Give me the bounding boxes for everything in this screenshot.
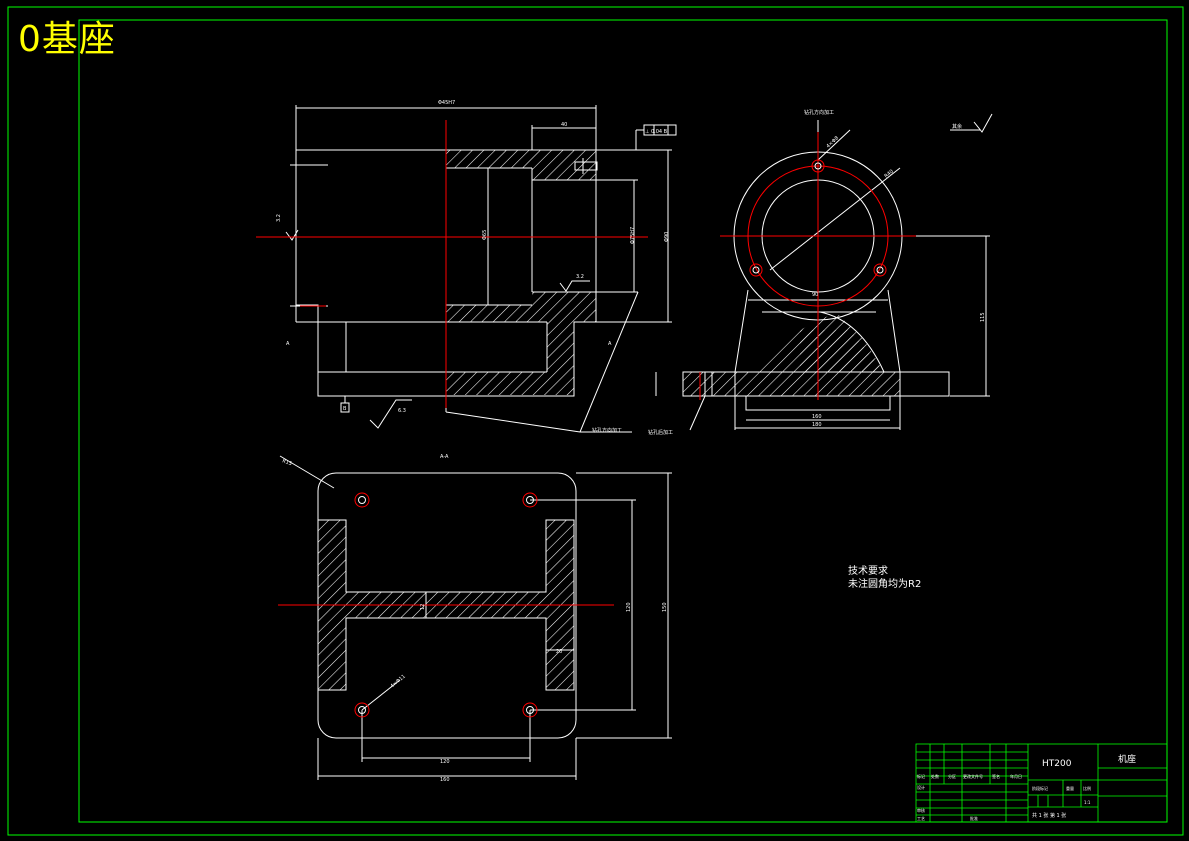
section-rib-label: 12	[420, 604, 426, 610]
side-width-outer: 180	[812, 422, 822, 428]
row-label-0: 标记	[917, 773, 925, 779]
front-section-mark-right: A	[608, 341, 612, 347]
stage-label: 阶段标记	[1032, 785, 1048, 791]
section-title: A-A	[440, 454, 449, 460]
section-hole-label: 4×Φ11	[389, 674, 406, 690]
side-width-inner: 160	[812, 414, 822, 420]
front-hatch-web	[446, 322, 574, 395]
material-label: HT200	[1042, 759, 1072, 769]
section-slot-label: 20	[556, 649, 562, 655]
front-view	[285, 105, 677, 433]
side-holes	[749, 159, 887, 277]
side-centerlines	[699, 132, 916, 400]
side-bottom-leader: 钻孔后加工	[648, 429, 673, 436]
side-radius-label: R40	[883, 169, 894, 180]
front-hatch-top	[446, 150, 596, 180]
technical-notes: 技术要求 未注圆角均为R2	[848, 564, 921, 590]
notes-heading: 技术要求	[848, 564, 888, 577]
row-label-4: 签名	[992, 773, 1000, 779]
left-label-process: 工艺	[917, 816, 925, 821]
left-label-review: 审核	[917, 807, 925, 813]
front-mid-dim: Φ75H7	[630, 227, 636, 244]
notes-line1: 未注圆角均为R2	[848, 577, 921, 590]
section-width-total: 160	[440, 777, 450, 783]
row-label-5: 年月日	[1010, 773, 1022, 779]
front-bore-dim: Φ65	[482, 230, 488, 240]
row-label-3: 更改文件号	[963, 773, 983, 779]
scale-value: 1:1	[1084, 800, 1091, 805]
front-datum-letter: B	[343, 406, 347, 412]
scale-label: 比例	[1083, 785, 1091, 791]
side-view	[655, 113, 993, 431]
section-height-total: 150	[662, 602, 668, 612]
front-leader-note: 钻孔方向加工	[592, 427, 622, 434]
front-top-dim: Φ45H7	[438, 100, 455, 106]
title-block-text: HT200 机座 标记 处数 分区 更改文件号 签名 年月日 设计 审核 工艺 …	[917, 753, 1136, 821]
sheet-title: 0基座	[18, 19, 116, 60]
front-roughness-bottom: 6.3	[398, 408, 406, 414]
section-corner-label: R15	[281, 458, 292, 467]
title-block	[915, 743, 1168, 823]
weight-label: 重量	[1066, 785, 1074, 791]
front-gdt-frame: ⊥ 0.04 B	[645, 129, 668, 135]
approve-label: 批准	[970, 815, 978, 821]
side-hatch-rib	[800, 312, 884, 372]
front-roughness-mid: 3.2	[576, 274, 584, 280]
section-height-holes: 120	[626, 602, 632, 612]
sheets-label: 共 1 张 第 1 张	[1032, 812, 1066, 819]
part-name: 机座	[1118, 753, 1136, 765]
front-section-mark-left: A	[286, 341, 290, 347]
side-height-dim: 115	[980, 312, 986, 322]
row-label-2: 分区	[948, 773, 956, 779]
row-label-1: 处数	[931, 773, 939, 779]
front-centerlines	[256, 120, 648, 408]
left-label-design: 设计	[917, 784, 925, 790]
section-width-holes: 120	[440, 759, 450, 765]
front-outer-dim: Φ90	[664, 232, 670, 242]
front-roughness-top: 3.2	[276, 214, 282, 222]
drawing-frame	[7, 6, 1184, 836]
front-hatch-bottom	[446, 292, 596, 322]
front-right-dim-top: 40	[561, 122, 567, 128]
section-view	[279, 455, 672, 780]
side-center-label: 90	[812, 292, 818, 298]
side-roughness-label: 其余	[952, 123, 962, 130]
side-pcd-label: 4×Φ8	[825, 135, 840, 149]
section-holes	[354, 492, 538, 718]
side-hole-note: 钻孔方向加工	[804, 109, 834, 116]
